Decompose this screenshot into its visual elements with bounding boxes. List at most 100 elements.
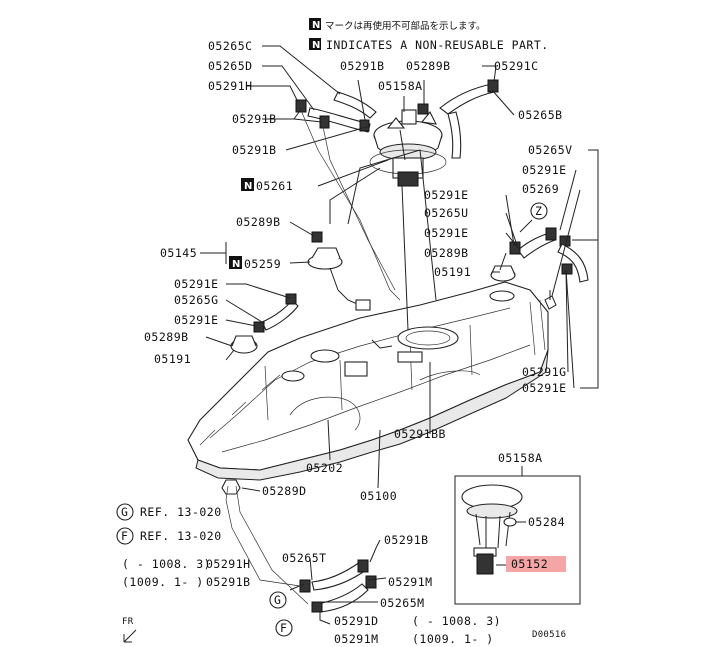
direction-label: FR (122, 617, 134, 627)
svg-text:F: F (280, 621, 287, 635)
label-05191: 05191 (154, 352, 191, 366)
clamp-05291B-top (359, 119, 370, 132)
label-05269: 05269 (522, 182, 559, 196)
part-labels[interactable]: 05265C 05265D 05291H 05291B 05291B 05291… (144, 39, 573, 503)
label-05289B: 05289B (144, 330, 189, 344)
label-05291E: 05291E (174, 313, 219, 327)
label-05291B: 05291B (384, 533, 429, 547)
label-05291E: 05291E (424, 188, 469, 202)
n-mark-icon (229, 256, 242, 269)
label-05291D: 05291D (334, 614, 379, 628)
label-05291E: 05291E (522, 163, 567, 177)
label-05191: 05191 (434, 265, 471, 279)
fuel-pump-assembly-top[interactable] (373, 109, 443, 187)
hose-05265G[interactable] (230, 293, 299, 354)
fuel-tank-05100[interactable] (187, 281, 549, 481)
label-05291B: 05291B (232, 112, 277, 126)
range-note: (1009. 1- ) (122, 575, 204, 589)
range-note: ( - 1008. 3) (412, 614, 501, 628)
label-05158A: 05158A (378, 79, 423, 93)
label-05261: 05261 (256, 179, 293, 193)
label-05291H: 05291H (208, 79, 253, 93)
label-05265M: 05265M (380, 596, 425, 610)
front-arrow-icon (123, 629, 137, 643)
reference-list: G REF. 13-020 F REF. 13-020 (116, 503, 222, 545)
label-05291E: 05291E (174, 277, 219, 291)
inset-box-05158A[interactable]: 05158A 05284 05152 (454, 451, 581, 605)
routing-lines (225, 107, 401, 605)
cut-z-mark: Z (519, 202, 548, 233)
label-05291M: 05291M (388, 575, 433, 589)
label-05291H: 05291H (206, 557, 251, 571)
label-05291E: 05291E (522, 381, 567, 395)
hose-05265U[interactable] (509, 227, 571, 259)
label-05289D: 05289D (262, 484, 307, 498)
note-japanese: マークは再使用不可部品を示します。 (325, 20, 486, 32)
svg-text:G: G (121, 505, 128, 519)
label-05202: 05202 (306, 461, 343, 475)
inset-frame (454, 475, 581, 605)
clamp-05291C (487, 79, 499, 93)
label-05291B: 05291B (340, 59, 385, 73)
label-05291M: 05291M (334, 632, 379, 646)
label-05291B: 05291B (206, 575, 251, 589)
leader-lines (200, 45, 599, 625)
pipe-05269[interactable] (544, 290, 557, 310)
label-05291B: 05291B (232, 143, 277, 157)
label-05265G: 05265G (174, 293, 219, 307)
label-05291C: 05291C (494, 59, 539, 73)
plug-05289D[interactable] (221, 479, 241, 495)
label-05265C: 05265C (208, 39, 253, 53)
footer: FR D00516 (122, 617, 566, 643)
label-05284: 05284 (528, 515, 565, 529)
highlight-05152 (506, 556, 566, 572)
svg-text:N: N (232, 259, 240, 270)
label-05289B: 05289B (424, 246, 469, 260)
label-05265U: 05265U (424, 206, 469, 220)
label-05265V: 05265V (528, 143, 573, 157)
n-mark-letter: N (312, 20, 320, 31)
hose-05265B[interactable] (439, 83, 495, 159)
n-mark-letter: N (312, 40, 320, 51)
ref-f-text: REF. 13-020 (140, 529, 222, 543)
range-note: ( - 1008. 3) (122, 557, 211, 571)
label-05265T: 05265T (282, 551, 327, 565)
svg-text:Z: Z (535, 204, 542, 218)
hose-05265T[interactable] (299, 559, 369, 593)
label-05145: 05145 (160, 246, 197, 260)
note-english: INDICATES A NON-REUSABLE PART. (326, 38, 549, 52)
part-05152 (476, 553, 494, 575)
hose-05265M[interactable] (311, 575, 377, 613)
label-05152: 05152 (511, 557, 548, 571)
ref-g-text: REF. 13-020 (140, 505, 222, 519)
clamp-05289B (417, 103, 429, 115)
label-05265D: 05265D (208, 59, 253, 73)
g-mark-icon (116, 503, 134, 521)
svg-text:N: N (244, 181, 252, 192)
non-reusable-note: N マークは再使用不可部品を示します。 N INDICATES A NON-RE… (309, 18, 549, 52)
svg-text:G: G (274, 593, 281, 607)
g-mark-icon (269, 591, 287, 609)
label-05291BB: 05291BB (394, 427, 446, 441)
range-note: (1009. 1- ) (412, 632, 494, 646)
hose-05265C[interactable] (333, 91, 377, 119)
part-05284 (503, 517, 517, 527)
label-05289B: 05289B (236, 215, 281, 229)
label-05291G: 05291G (522, 365, 567, 379)
label-05158A: 05158A (498, 451, 543, 465)
f-mark-icon (275, 619, 293, 637)
n-mark-icon (241, 178, 254, 191)
clamps-top[interactable] (295, 79, 499, 132)
f-mark-icon (116, 527, 134, 545)
bottom-notes[interactable]: 05265T 05291B ( - 1008. 3) 05291H (1009.… (122, 533, 501, 646)
ring-05261[interactable] (369, 149, 447, 175)
cap-05191-right[interactable] (490, 265, 516, 282)
label-05265B: 05265B (518, 108, 563, 122)
n-mark-icon (309, 18, 321, 30)
clamp-05291H (295, 99, 307, 113)
fuel-sender-05145[interactable] (307, 231, 371, 311)
hose-05265V[interactable] (557, 243, 589, 283)
label-05100: 05100 (360, 489, 397, 503)
svg-text:F: F (121, 529, 128, 543)
